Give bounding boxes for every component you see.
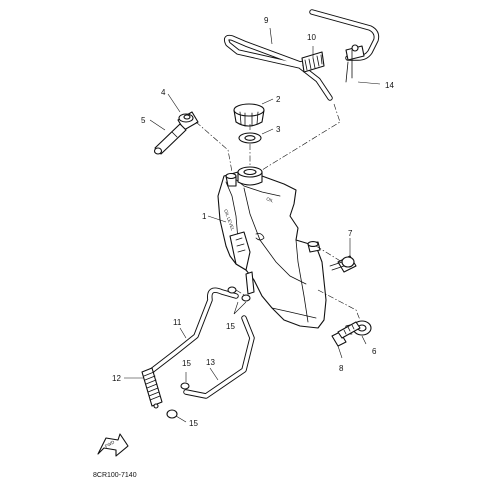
callout-15-bottom: 15 (189, 419, 198, 428)
callout-15-mid: 15 (182, 359, 191, 368)
callout-6: 6 (372, 347, 377, 356)
forward-arrow-label: FWD (104, 439, 116, 449)
bolt-7 (329, 255, 357, 273)
cap-gasket (238, 132, 262, 144)
callout-14: 14 (385, 81, 394, 90)
callout-13: 13 (206, 358, 215, 367)
joint-pipe (153, 123, 187, 155)
tank-oil-mark: OIL (266, 196, 275, 203)
oil-tank-cap (233, 103, 265, 127)
callout-15-top: 15 (226, 322, 235, 331)
forward-arrow-icon: FWD (97, 433, 129, 457)
assembly-lines (195, 103, 361, 321)
vent-clamp (301, 51, 325, 73)
callout-1: 1 (202, 212, 207, 221)
callout-4: 4 (161, 88, 166, 97)
oil-tank: OIL OIL LEVEL (217, 166, 327, 329)
callout-11: 11 (173, 318, 182, 327)
oil-hose-13 (183, 315, 255, 399)
leader-lines (124, 27, 381, 423)
hose-protector-12 (141, 367, 163, 409)
callout-2: 2 (276, 95, 281, 104)
vent-hose (223, 9, 380, 101)
callout-9: 9 (264, 16, 269, 25)
callout-7: 7 (348, 229, 353, 238)
callout-3: 3 (276, 125, 281, 134)
oil-hose-11 (147, 287, 239, 375)
callout-8: 8 (339, 364, 344, 373)
hose-clamps-15 (166, 286, 251, 419)
bolt-8 (331, 321, 361, 347)
callouts: 1 2 3 4 5 6 7 8 9 10 11 12 13 14 15 15 1… (112, 16, 394, 428)
callout-10: 10 (307, 33, 316, 42)
hose-holder (345, 44, 365, 83)
callout-12: 12 (112, 374, 121, 383)
callout-5: 5 (141, 116, 146, 125)
diagram-code: 8CR100-7140 (93, 472, 137, 479)
